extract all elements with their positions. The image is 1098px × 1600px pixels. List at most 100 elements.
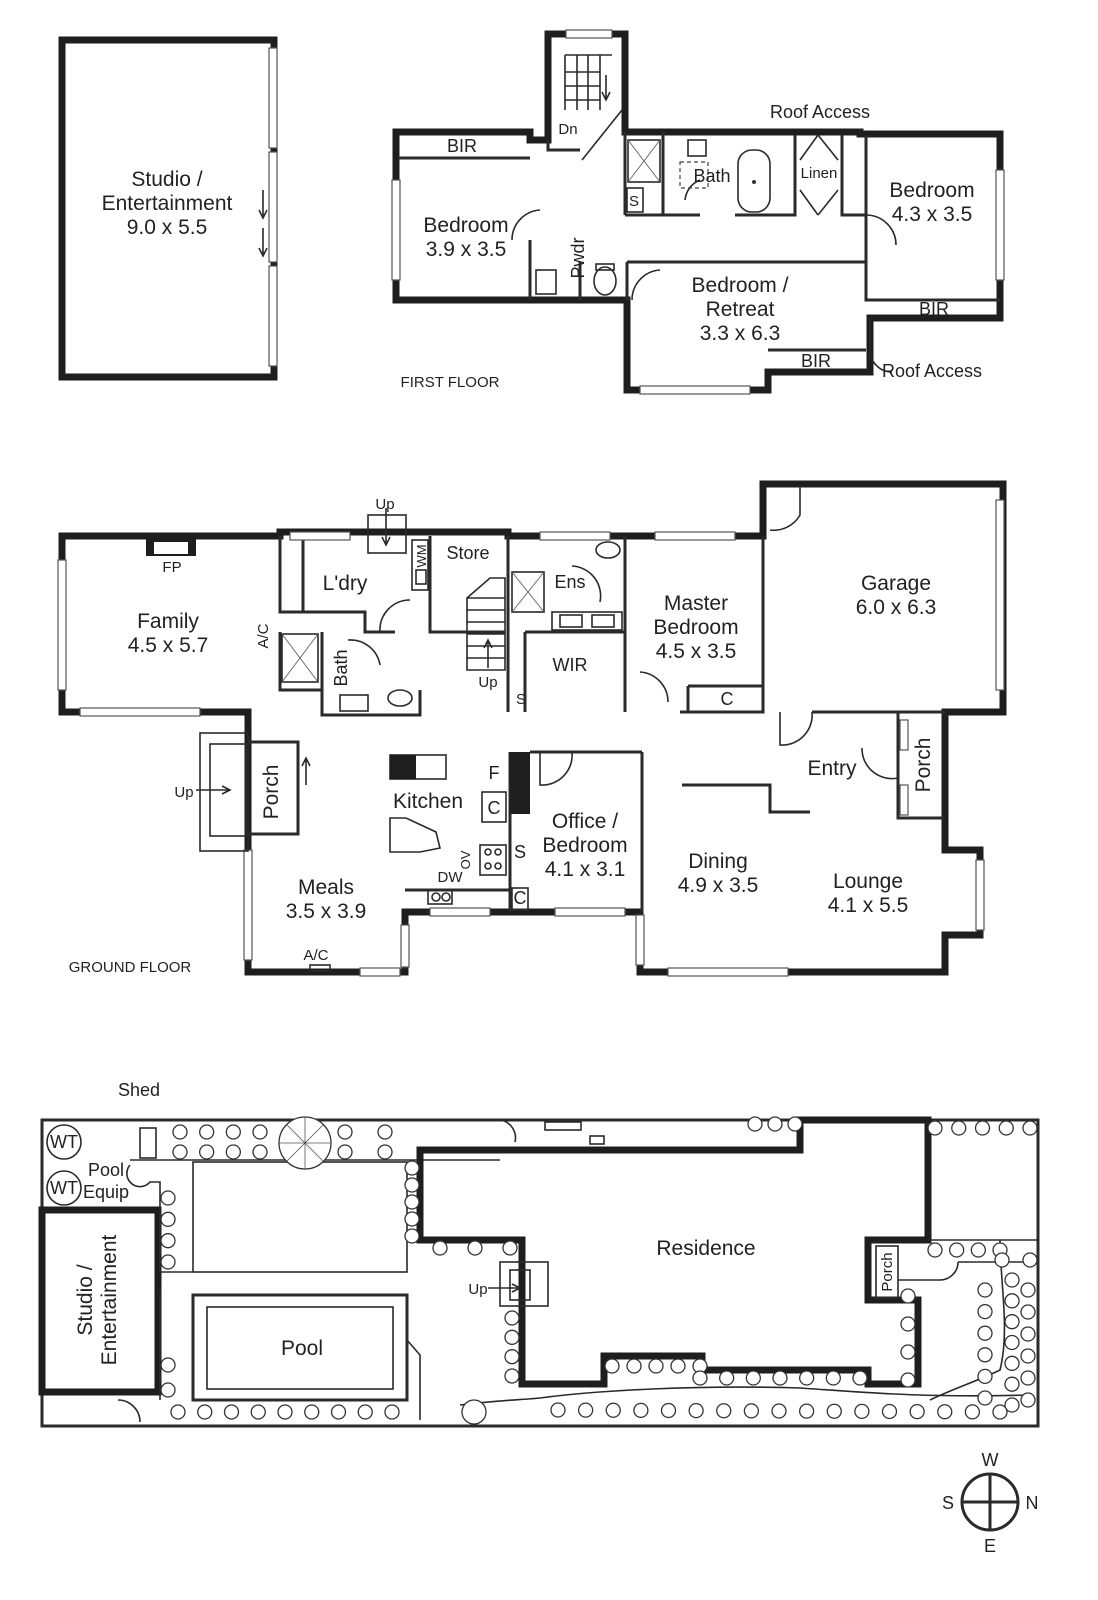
dining-name: Dining: [688, 850, 748, 873]
shrub-icon: [692, 1370, 708, 1386]
shrub-icon: [1020, 1326, 1036, 1342]
stair-down-label: Dn: [558, 121, 577, 138]
shrub-icon: [799, 1370, 815, 1386]
shrub-icon: [604, 1358, 620, 1374]
shrub-icon: [994, 1252, 1010, 1268]
pool-equip-line2: Equip: [83, 1182, 129, 1202]
shrub-icon: [1004, 1293, 1020, 1309]
shrub-icon: [771, 1403, 787, 1419]
compass-west: W: [982, 1450, 999, 1470]
meals-name: Meals: [298, 876, 354, 899]
shrub-icon: [502, 1240, 518, 1256]
shrub-icon: [277, 1404, 293, 1420]
shrub-icon: [1004, 1334, 1020, 1351]
laundry-up-label: Up: [375, 496, 394, 513]
shrub-icon: [772, 1370, 788, 1386]
west-porch-label: Porch: [260, 765, 283, 820]
shrub-icon: [1020, 1304, 1036, 1320]
meals-dims: 3.5 x 3.9: [286, 900, 367, 923]
shrub-icon: [160, 1233, 176, 1249]
shrub-icon: [252, 1124, 268, 1140]
shrub-icon: [688, 1402, 704, 1419]
shrub-icon: [1022, 1120, 1038, 1136]
studio-title-line2: Entertainment: [102, 192, 233, 215]
shrub-icon: [767, 1116, 783, 1132]
shrub-icon: [949, 1242, 965, 1258]
retreat-dims: 3.3 x 6.3: [700, 322, 781, 345]
store-label: Store: [446, 543, 489, 563]
shrub-icon: [160, 1190, 176, 1206]
shrub-icon: [626, 1358, 642, 1374]
shrub-icon: [197, 1404, 213, 1420]
shrub-icon: [504, 1368, 520, 1384]
shrub-icon: [787, 1116, 803, 1132]
shrub-icon: [992, 1404, 1008, 1420]
shrub-icon: [826, 1403, 842, 1419]
shrub-icon: [977, 1347, 993, 1363]
shrub-icon: [199, 1144, 215, 1160]
shrub-icon: [909, 1403, 925, 1420]
shrub-icon: [1022, 1252, 1038, 1268]
shrub-icon: [927, 1242, 943, 1258]
shrub-icon: [225, 1124, 241, 1140]
shrub-icon: [304, 1404, 320, 1420]
garage-dims: 6.0 x 6.3: [856, 596, 937, 619]
shrub-icon: [660, 1402, 677, 1419]
master-cupboard-label: C: [721, 689, 734, 709]
master-title-line1: Master: [664, 592, 728, 615]
family-ac-label: A/C: [255, 623, 272, 648]
shrub-icon: [337, 1144, 353, 1160]
shrub-icon: [577, 1402, 594, 1418]
shrub-icon: [404, 1177, 420, 1193]
wir-label: WIR: [553, 655, 588, 675]
retreat-title-line2: Retreat: [706, 298, 775, 321]
water-tank-label: WT: [50, 1132, 78, 1152]
shrub-icon: [384, 1404, 400, 1420]
shrub-icon: [900, 1288, 916, 1304]
water-tank-label: WT: [50, 1178, 78, 1198]
meals-ac-label: A/C: [303, 947, 328, 964]
studio-plan: Studio / Entertainment 9.0 x 5.5: [58, 36, 278, 381]
shrub-icon: [504, 1329, 520, 1345]
shrub-icon: [825, 1370, 841, 1386]
shrub-icon: [970, 1242, 986, 1258]
bir-label: BIR: [919, 299, 949, 319]
site-plan: Shed WT WT Pool Equip Studio / Entertain…: [38, 1080, 1040, 1428]
roof-access-label: Roof Access: [770, 102, 870, 122]
linen-label: Linen: [801, 165, 838, 182]
residence-label: Residence: [656, 1237, 755, 1260]
shrub-icon: [977, 1303, 993, 1320]
shrub-icon: [977, 1368, 993, 1385]
powder-label: Pwdr: [568, 237, 588, 278]
shrub-icon: [977, 1325, 993, 1341]
shrub-icon: [854, 1403, 870, 1420]
first-floor-plan: BIR BIR BIR Bedroom 3.9 x 3.5 Bedroom 4.…: [391, 29, 1005, 395]
shrub-icon: [937, 1404, 953, 1420]
shrub-icon: [1004, 1272, 1020, 1288]
office-s-label: S: [514, 842, 526, 862]
porch-up-label: Up: [174, 784, 193, 801]
shrub-icon: [172, 1124, 188, 1140]
shrub-icon: [719, 1370, 735, 1386]
lounge-name: Lounge: [833, 870, 903, 893]
site-studio-line2: Entertainment: [98, 1234, 121, 1365]
shrub-icon: [160, 1382, 176, 1398]
office-dims: 4.1 x 3.1: [545, 858, 626, 881]
fridge-label: F: [489, 763, 500, 783]
shrub-icon: [377, 1144, 393, 1160]
site-porch-label: Porch: [879, 1252, 896, 1291]
shrub-icon: [504, 1349, 520, 1365]
compass-north: N: [1026, 1493, 1039, 1513]
laundry-label: L'dry: [323, 572, 368, 595]
family-name: Family: [137, 610, 199, 633]
office-cupboard-label: C: [514, 888, 527, 908]
shrub-icon: [1020, 1348, 1036, 1364]
garage-name: Garage: [861, 572, 931, 595]
bedroom-east-dims: 4.3 x 3.5: [892, 203, 973, 226]
pool-label: Pool: [281, 1337, 323, 1360]
shrub-icon: [550, 1402, 566, 1418]
shrub-icon: [160, 1254, 176, 1270]
shrub-icon: [432, 1240, 448, 1256]
tree-icon: [461, 1399, 487, 1425]
office-title-line2: Bedroom: [542, 834, 627, 857]
